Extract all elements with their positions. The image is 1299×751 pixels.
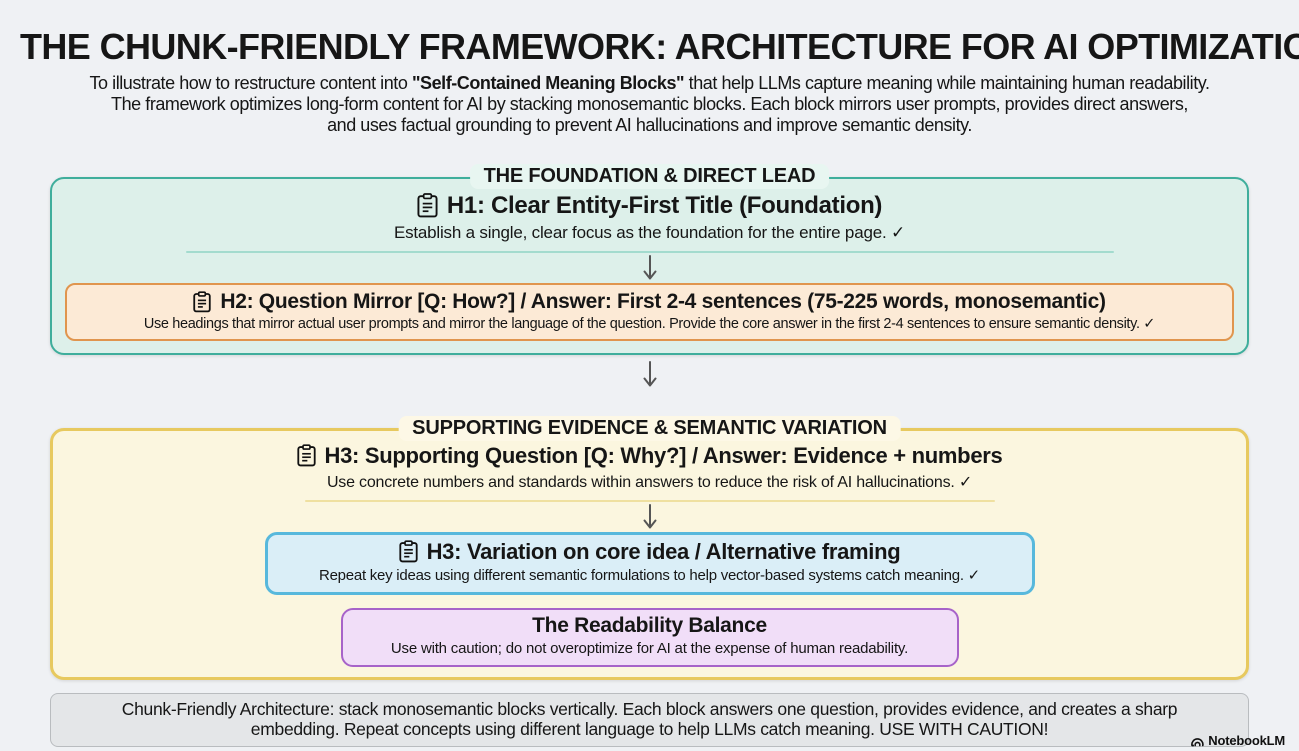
down-arrow-icon <box>52 254 1247 281</box>
down-arrow-icon <box>53 503 1246 530</box>
h2-description: Use headings that mirror actual user pro… <box>143 315 1156 332</box>
h2-block: H2: Question Mirror [Q: How?] / Answer: … <box>65 282 1234 341</box>
h3-variation-description: Repeat key ideas using different semanti… <box>319 566 980 584</box>
intro-line-1-post: that help LLMs capture meaning while mai… <box>684 73 1210 93</box>
h1-description: Establish a single, clear focus as the f… <box>393 222 906 242</box>
clipboard-icon <box>398 540 418 563</box>
h1-block-heading: H1: Clear Entity-First Title (Foundation… <box>52 192 1247 220</box>
intro-line-1-pre: To illustrate how to restructure content… <box>89 73 412 93</box>
intro-line-3: and uses factual grounding to prevent AI… <box>327 115 972 136</box>
down-arrow-icon <box>0 360 1299 388</box>
notebooklm-logo-icon <box>1190 735 1204 747</box>
h1-heading-text: H1: Clear Entity-First Title (Foundation… <box>446 191 883 219</box>
clipboard-icon <box>296 444 316 467</box>
h3-variation-heading-text: H3: Variation on core idea / Alternative… <box>426 538 901 564</box>
clipboard-icon <box>193 291 212 313</box>
readability-description: Use with caution; do not overoptimize fo… <box>390 639 909 657</box>
watermark-label: NotebookLM <box>1208 733 1285 748</box>
summary-box: Chunk-Friendly Architecture: stack monos… <box>50 692 1249 748</box>
summary-text: Chunk-Friendly Architecture: stack monos… <box>121 698 1178 739</box>
h2-block-heading: H2: Question Mirror [Q: How?] / Answer: … <box>75 290 1224 314</box>
foundation-section: THE FOUNDATION & DIRECT LEAD H1: Clear E… <box>50 163 1249 355</box>
page-title: THE CHUNK-FRIENDLY FRAMEWORK: ARCHITECTU… <box>20 26 1299 67</box>
gold-divider <box>304 499 995 502</box>
h3-support-block: H3: Supporting Question [Q: Why?] / Answ… <box>53 443 1246 492</box>
intro-line-1-bold: "Self-Contained Meaning Blocks" <box>411 73 685 93</box>
h2-heading-text: H2: Question Mirror [Q: How?] / Answer: … <box>220 289 1106 313</box>
readability-heading: The Readability Balance <box>532 613 767 637</box>
h1-block: H1: Clear Entity-First Title (Foundation… <box>52 192 1247 243</box>
h3-support-heading-text: H3: Supporting Question [Q: Why?] / Answ… <box>324 442 1003 468</box>
evidence-section: SUPPORTING EVIDENCE & SEMANTIC VARIATION… <box>50 415 1249 680</box>
notebooklm-watermark: NotebookLM <box>1190 733 1285 748</box>
teal-divider <box>185 250 1114 253</box>
h3-variation-heading-row: H3: Variation on core idea / Alternative… <box>278 539 1022 565</box>
clipboard-icon <box>417 193 438 218</box>
h3-variation-block: H3: Variation on core idea / Alternative… <box>264 531 1035 595</box>
h3-support-heading-row: H3: Supporting Question [Q: Why?] / Answ… <box>53 443 1246 469</box>
evidence-section-label: SUPPORTING EVIDENCE & SEMANTIC VARIATION <box>398 415 901 441</box>
intro-line-1: To illustrate how to restructure content… <box>0 73 1299 94</box>
h3-support-description: Use concrete numbers and standards withi… <box>326 473 973 491</box>
readability-block: The Readability Balance Use with caution… <box>340 607 959 667</box>
foundation-section-label: THE FOUNDATION & DIRECT LEAD <box>469 163 830 189</box>
intro-text: To illustrate how to restructure content… <box>0 73 1299 137</box>
intro-line-2: The framework optimizes long-form conten… <box>111 94 1188 115</box>
